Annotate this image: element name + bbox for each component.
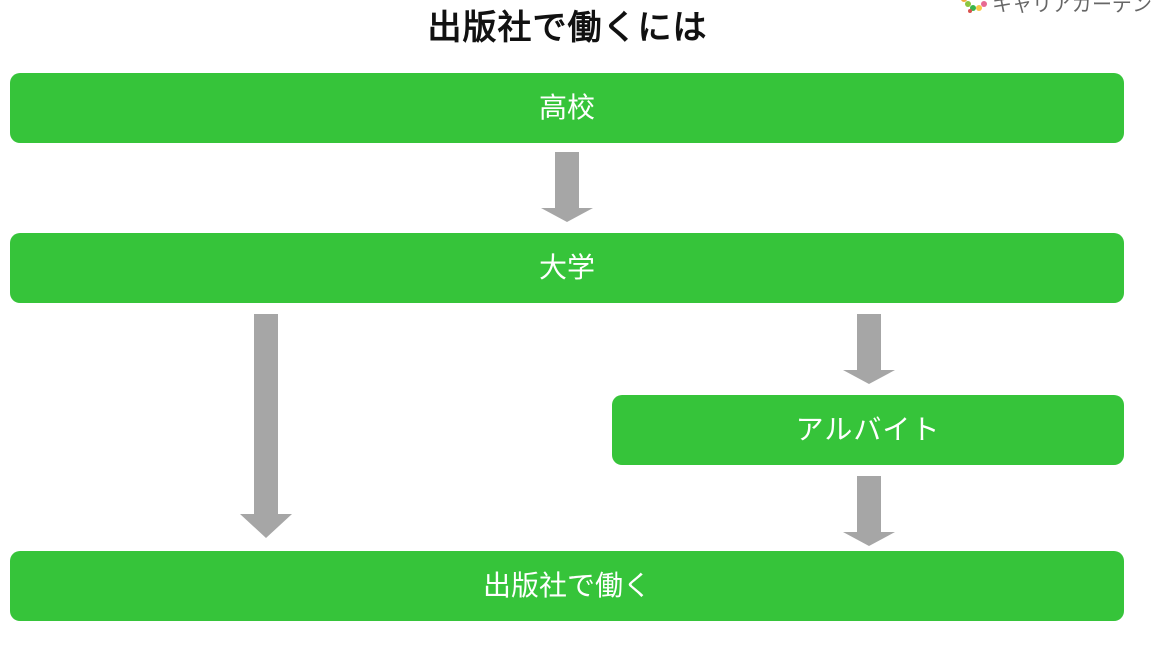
arrow-down-icon <box>240 314 292 538</box>
step-work-at-publisher: 出版社で働く <box>10 551 1124 621</box>
step-high-school-label: 高校 <box>538 91 595 124</box>
leaf-circle-logo-icon <box>961 0 987 13</box>
logo-text: キャリアガーデン <box>992 0 1152 16</box>
step-university-label: 大学 <box>538 251 595 284</box>
arrow-down-icon <box>843 314 895 384</box>
step-part-time-job-label: アルバイト <box>795 413 941 446</box>
diagram-title: 出版社で働くには <box>427 8 708 48</box>
step-university: 大学 <box>10 233 1124 303</box>
arrow-down-icon <box>843 476 895 546</box>
step-high-school: 高校 <box>10 73 1124 143</box>
step-part-time-job: アルバイト <box>612 395 1124 465</box>
arrow-down-icon <box>541 152 593 222</box>
step-work-at-publisher-label: 出版社で働く <box>482 569 651 602</box>
site-logo: キャリアガーデン <box>958 0 1152 18</box>
